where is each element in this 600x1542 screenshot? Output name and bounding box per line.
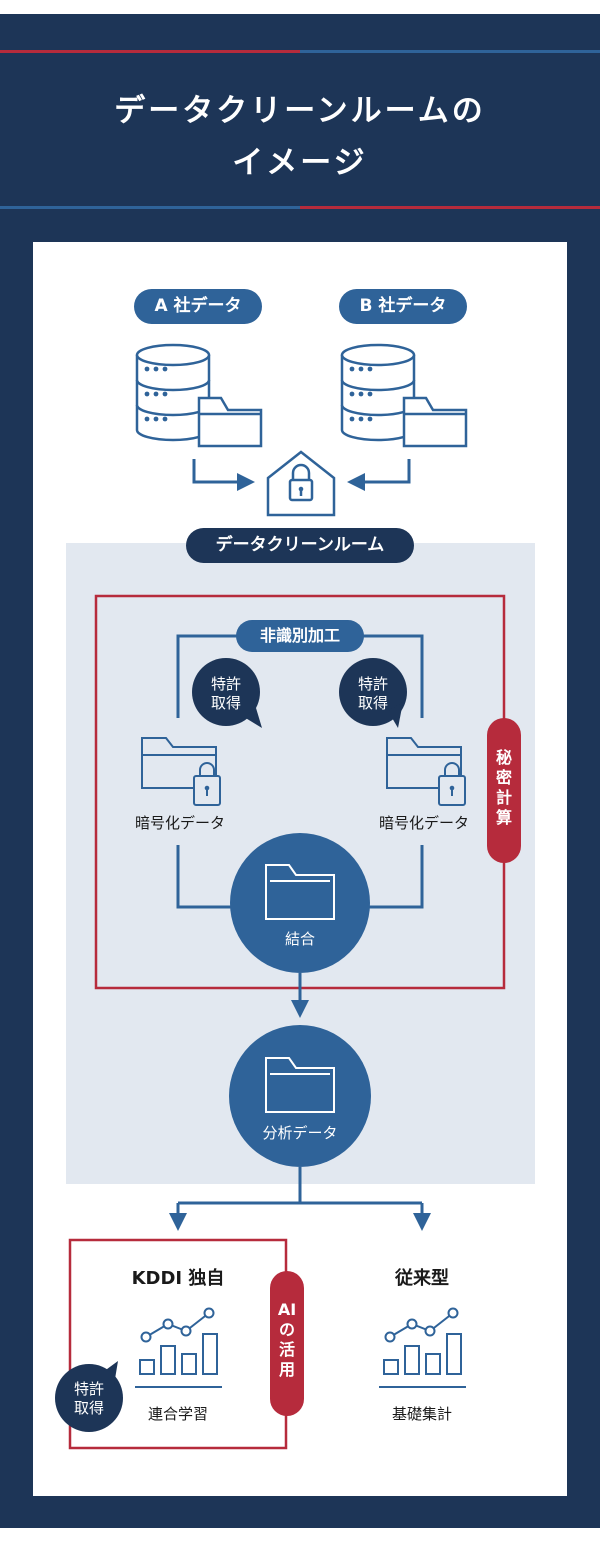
patent-bubble-right-text: 特許 取得	[357, 675, 388, 712]
encrypted-folder-icon	[386, 737, 466, 806]
page-title-line-1: データクリーンルームの	[114, 93, 486, 129]
connector-right	[360, 845, 424, 909]
company-b-pill	[339, 289, 467, 324]
encrypted-folder-icon	[141, 737, 221, 806]
secure-computation-label: 秘 密 計 算	[495, 748, 512, 827]
join-label: 結合	[284, 930, 315, 948]
database-icon	[340, 343, 416, 442]
folder-icon	[402, 396, 468, 448]
folder-icon	[197, 396, 263, 448]
company-a-pill	[134, 289, 262, 324]
page-title-line-2: イメージ	[232, 145, 368, 181]
cleanroom-label: データクリーンルーム	[215, 535, 385, 555]
chart-icon	[379, 1307, 466, 1388]
database-icon	[135, 343, 211, 442]
connector-left	[176, 845, 240, 909]
join-circle	[230, 833, 370, 973]
arrow-b-to-house	[347, 459, 411, 491]
deidentification-label: 非識別加工	[259, 626, 340, 645]
company-a-label: A 社データ	[154, 296, 242, 316]
kddi-patent-bubble-text: 特許 取得	[73, 1380, 104, 1417]
analysis-label: 分析データ	[262, 1124, 338, 1142]
speech-bubble-icon	[192, 658, 262, 728]
encrypted-data-left-label: 暗号化データ	[134, 814, 225, 832]
speech-bubble-icon	[55, 1361, 123, 1432]
chart-icon	[135, 1307, 222, 1388]
encrypted-data-right-label: 暗号化データ	[378, 814, 469, 832]
company-b-label: B 社データ	[359, 296, 447, 316]
speech-bubble-icon	[339, 658, 407, 728]
deidentification-pill	[236, 620, 364, 652]
ai-usage-pill	[270, 1271, 304, 1416]
folder-icon	[265, 1057, 335, 1113]
ai-usage-label: AI の 活 用	[277, 1300, 297, 1379]
arrow-a-to-house	[192, 459, 255, 491]
conventional-title: 従来型	[395, 1268, 449, 1289]
analysis-circle	[229, 1025, 371, 1167]
kddi-title: KDDI 独自	[131, 1268, 225, 1289]
house-lock-icon	[266, 450, 336, 517]
folder-icon	[265, 864, 335, 920]
secure-computation-pill	[487, 718, 521, 863]
patent-bubble-left-text: 特許 取得	[210, 675, 241, 712]
split-connector	[169, 1167, 431, 1231]
header-accent-lines	[0, 50, 600, 209]
basic-aggregation-caption: 基礎集計	[391, 1405, 452, 1423]
cleanroom-pill	[186, 528, 414, 563]
federated-learning-caption: 連合学習	[147, 1405, 208, 1423]
